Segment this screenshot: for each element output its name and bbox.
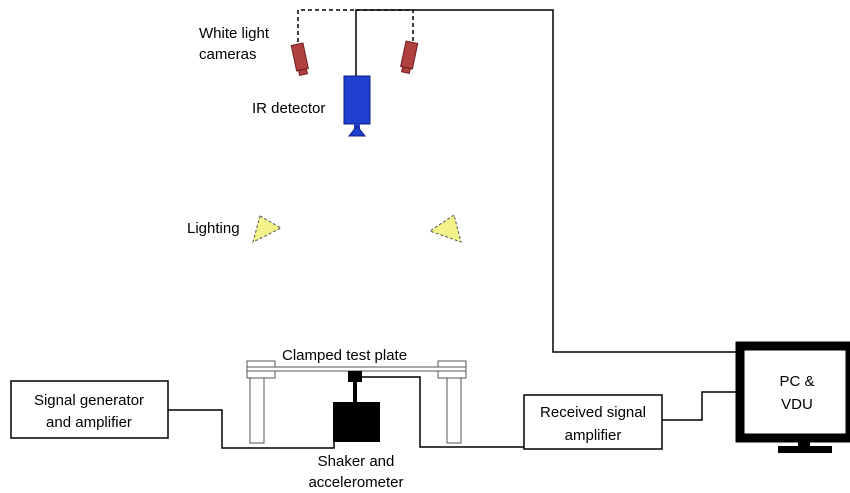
received-signal-amplifier-box <box>523 394 663 450</box>
support-left <box>249 376 265 444</box>
accelerometer <box>348 371 362 382</box>
support-right <box>446 376 462 444</box>
ir-detector-icon <box>343 75 371 137</box>
accelerometer-cable <box>362 376 524 448</box>
camera-cable-left <box>297 9 356 42</box>
lighting-label: Lighting <box>187 220 240 237</box>
signal-generator-label-line2: and amplifier <box>46 414 132 431</box>
shaker-stinger <box>353 382 357 402</box>
signal-generator-box <box>10 380 169 439</box>
shaker-label-line2: accelerometer <box>308 474 403 491</box>
signal-generator-label-line1: Signal generator <box>34 392 144 409</box>
ir-detector-label: IR detector <box>252 100 325 117</box>
cameras-label-line2: cameras <box>199 46 257 63</box>
light-icon <box>428 214 462 243</box>
pc-label-line1: PC & <box>779 373 814 390</box>
received-amplifier-label-line2: amplifier <box>565 427 622 444</box>
shaker-label-line1: Shaker and <box>318 453 395 470</box>
camera-icon <box>400 40 419 75</box>
pc-label-line2: VDU <box>781 396 813 413</box>
light-icon <box>252 215 283 243</box>
cameras-label-line1: White light <box>199 25 270 42</box>
ir-cable <box>355 9 740 353</box>
test-plate <box>246 366 467 372</box>
clamp-right-bottom <box>437 370 467 379</box>
amplifier-cable <box>662 391 740 421</box>
pc-monitor-icon <box>735 341 850 453</box>
received-amplifier-label-line1: Received signal <box>540 404 646 421</box>
test-plate-rig <box>246 360 467 444</box>
camera-cable-right <box>356 9 414 42</box>
wiring <box>168 9 740 449</box>
camera-icon <box>290 42 309 77</box>
shaker <box>333 402 380 442</box>
clamp-left-bottom <box>246 370 276 379</box>
test-plate-label: Clamped test plate <box>282 347 407 364</box>
